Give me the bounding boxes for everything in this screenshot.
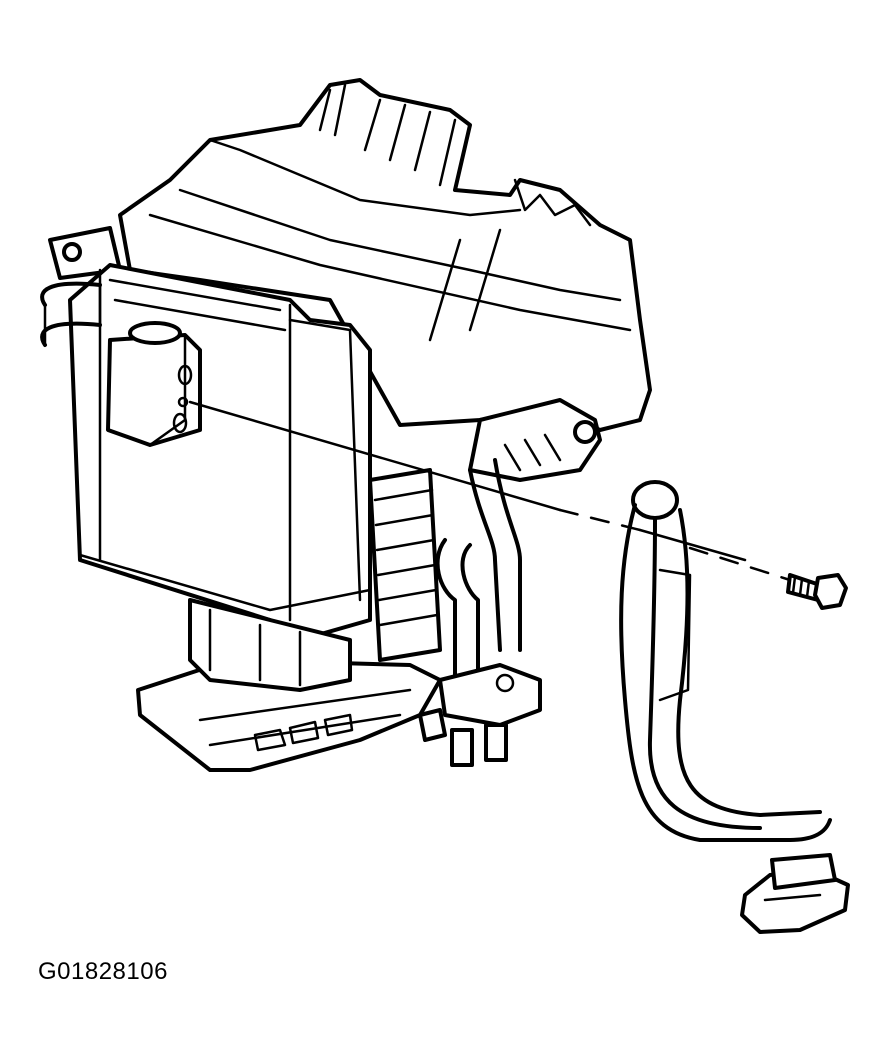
retaining-clip (418, 708, 447, 742)
left-pipe-lower (40, 321, 102, 347)
pipe-stub-right (484, 723, 508, 762)
evaporator-tube (619, 480, 850, 934)
dashed-alignment-line (188, 400, 792, 582)
lower-case (188, 598, 352, 692)
ear-hole (62, 242, 82, 262)
bracket-hole (573, 420, 597, 444)
upper-housing (118, 78, 652, 432)
pipe-flange (438, 663, 542, 727)
right-mount-bracket (468, 398, 602, 482)
left-pipe-upper (40, 281, 102, 307)
pipe-stub-left (450, 728, 474, 767)
evaporator-case (68, 263, 372, 642)
figure-id-label: G01828106 (38, 958, 168, 985)
heater-pipe-outlet (468, 468, 502, 652)
bolt (786, 573, 848, 610)
heater-pipe-inlet (435, 538, 457, 702)
top-vent-ridges (318, 83, 457, 187)
expansion-valve-block (106, 321, 202, 447)
block-port (128, 321, 182, 345)
tube-fitting (631, 480, 679, 520)
